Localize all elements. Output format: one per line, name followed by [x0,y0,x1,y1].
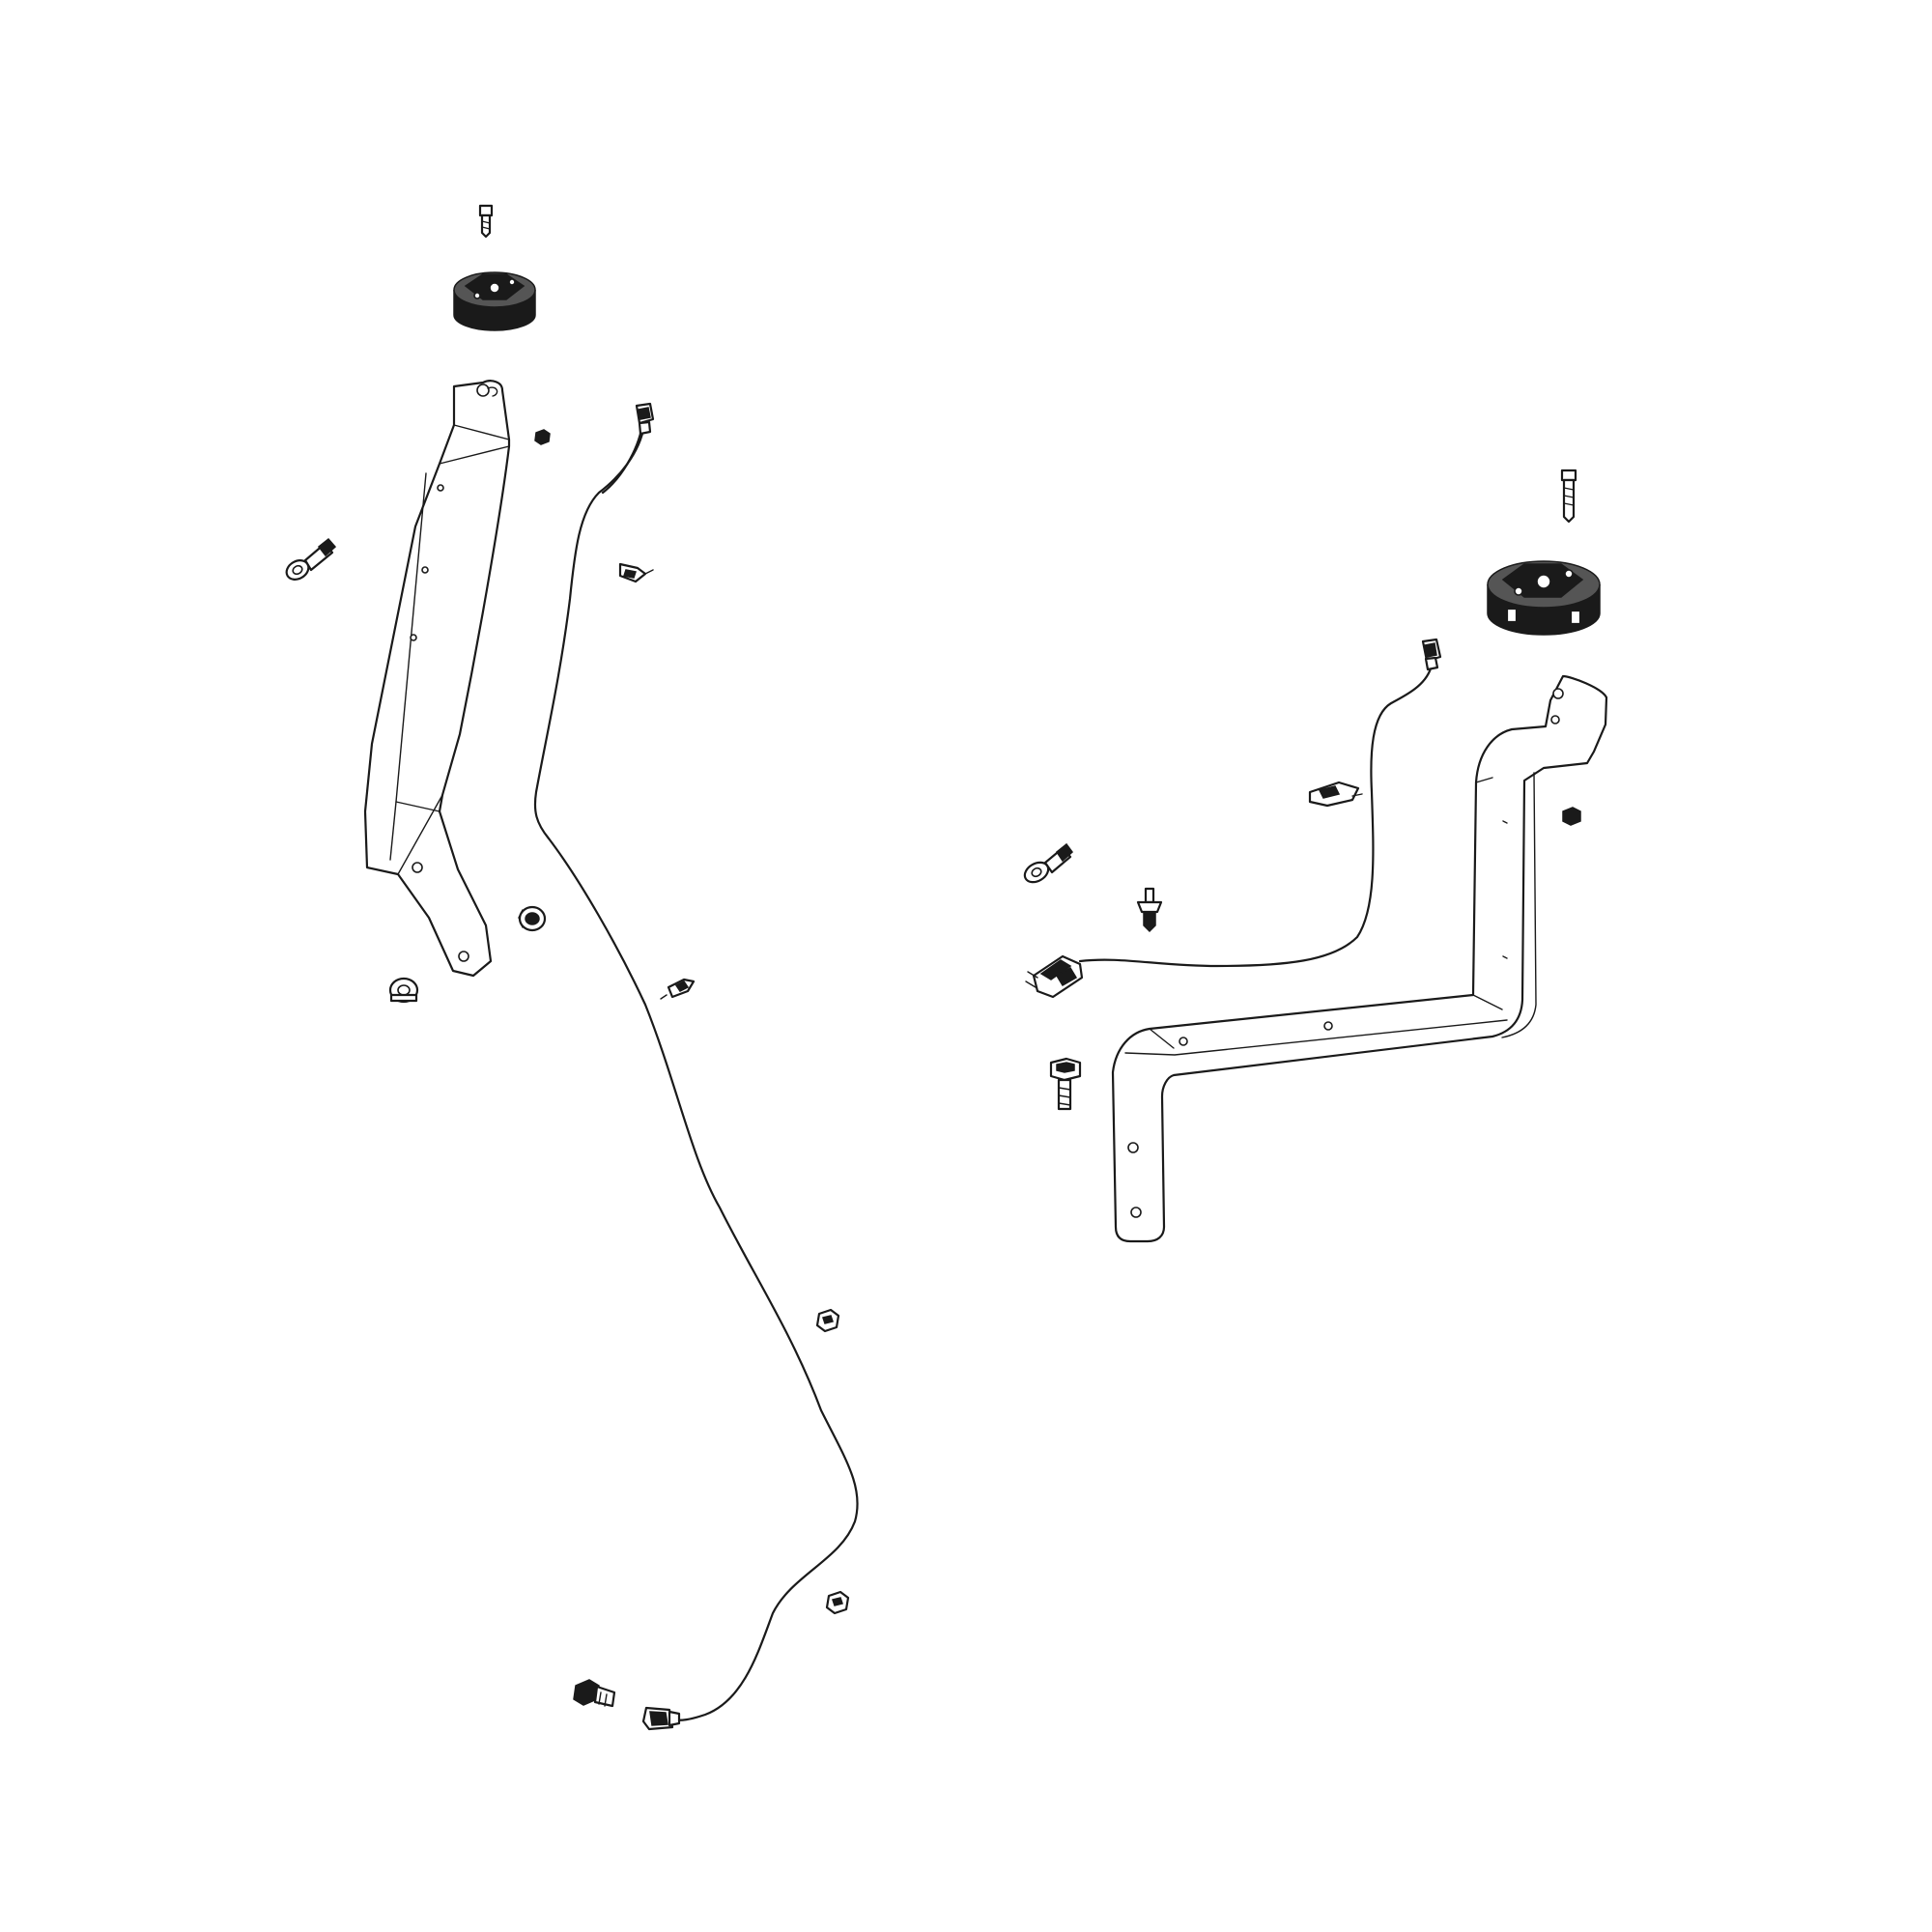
left-clip-nut-low [825,1590,850,1615]
left-bracket [363,380,511,978]
left-mount-pad [453,271,536,331]
left-grommet [518,905,547,932]
right-assembly [1023,469,1608,1243]
right-wire-harness [1025,638,1442,999]
left-assembly [285,204,859,1731]
right-bracket [1111,674,1608,1243]
left-screw [478,204,494,239]
left-nut-top [534,429,551,445]
left-clip-nut-mid [815,1308,840,1333]
right-ring-terminal [1023,842,1074,884]
right-push-pin [1136,887,1163,933]
right-nut [1562,807,1581,826]
right-clip [1308,781,1363,808]
left-wire-harness [533,402,859,1731]
left-clip-upper [618,562,654,583]
left-clip-lower [660,978,696,1000]
left-ring-terminal [285,537,337,581]
right-connector-plug [1025,954,1084,999]
left-bottom-bolt [573,1679,616,1708]
right-screw [1560,469,1577,524]
right-bolt [1049,1057,1082,1111]
left-connector-plug [641,1706,681,1731]
right-mount-pad [1487,560,1601,636]
left-bolt [388,977,419,1004]
